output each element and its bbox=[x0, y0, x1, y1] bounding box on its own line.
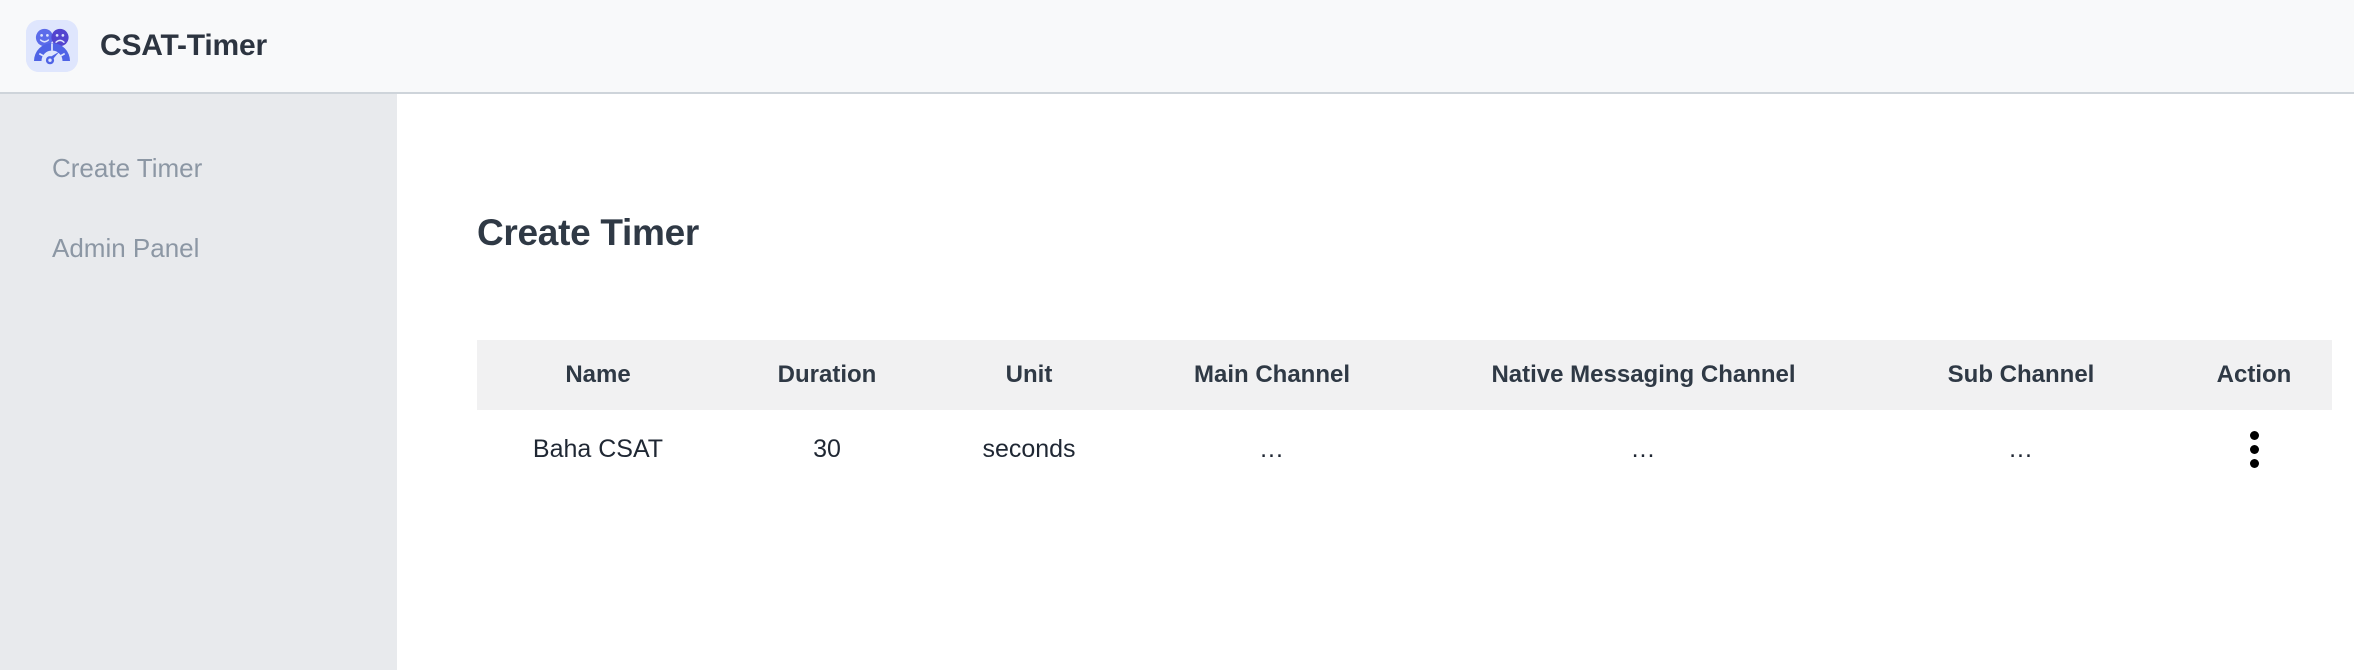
cell-sub-channel: ... bbox=[2009, 434, 2033, 463]
app-title: CSAT-Timer bbox=[100, 29, 267, 62]
kebab-dot bbox=[2249, 444, 2259, 454]
cell-duration: 30 bbox=[813, 434, 841, 463]
sidebar-item-create-timer[interactable]: Create Timer bbox=[0, 128, 397, 208]
column-header-unit: Unit bbox=[1005, 361, 1053, 388]
body-area: Create Timer Admin Panel Create Timer bbox=[0, 94, 2354, 670]
kebab-dot bbox=[2249, 458, 2259, 468]
cell-native-messaging-channel: ... bbox=[1631, 434, 1656, 463]
column-header-duration: Duration bbox=[777, 361, 877, 388]
kebab-menu-icon[interactable] bbox=[2237, 426, 2271, 472]
cell-main-channel: ... bbox=[1260, 434, 1284, 463]
sidebar-item-label: Admin Panel bbox=[52, 232, 200, 263]
timers-table-body: Baha CSAT 30 seconds ... ... ... bbox=[477, 410, 2332, 488]
column-header-action: Action bbox=[2216, 361, 2292, 388]
sidebar: Create Timer Admin Panel bbox=[0, 94, 397, 670]
cell-unit: seconds bbox=[982, 434, 1076, 463]
column-header-sub-channel: Sub Channel bbox=[1947, 361, 2095, 388]
timers-table: Name Duration Unit Main Channel Native M… bbox=[477, 340, 2332, 488]
column-header-native-messaging-channel: Native Messaging Channel bbox=[1491, 361, 1796, 388]
timers-table-container: Name Duration Unit Main Channel Native M… bbox=[477, 340, 2332, 488]
csat-faces-gauge-icon bbox=[26, 20, 78, 72]
column-header-main-channel: Main Channel bbox=[1193, 361, 1350, 388]
table-header-row: Name Duration Unit Main Channel Native M… bbox=[477, 340, 2332, 410]
column-header-name: Name bbox=[565, 361, 631, 388]
brand: CSAT-Timer bbox=[26, 20, 267, 72]
cell-action bbox=[2176, 410, 2332, 488]
page-title: Create Timer bbox=[477, 212, 699, 253]
sidebar-item-label: Create Timer bbox=[52, 152, 203, 183]
main-content: Create Timer Name bbox=[397, 94, 2354, 670]
sidebar-item-admin-panel[interactable]: Admin Panel bbox=[0, 208, 397, 288]
app-header: CSAT-Timer bbox=[0, 0, 2354, 94]
timers-table-head: Name Duration Unit Main Channel Native M… bbox=[477, 340, 2332, 410]
table-row[interactable]: Baha CSAT 30 seconds ... ... ... bbox=[477, 410, 2332, 488]
kebab-dot bbox=[2249, 430, 2259, 440]
cell-name: Baha CSAT bbox=[532, 434, 664, 463]
